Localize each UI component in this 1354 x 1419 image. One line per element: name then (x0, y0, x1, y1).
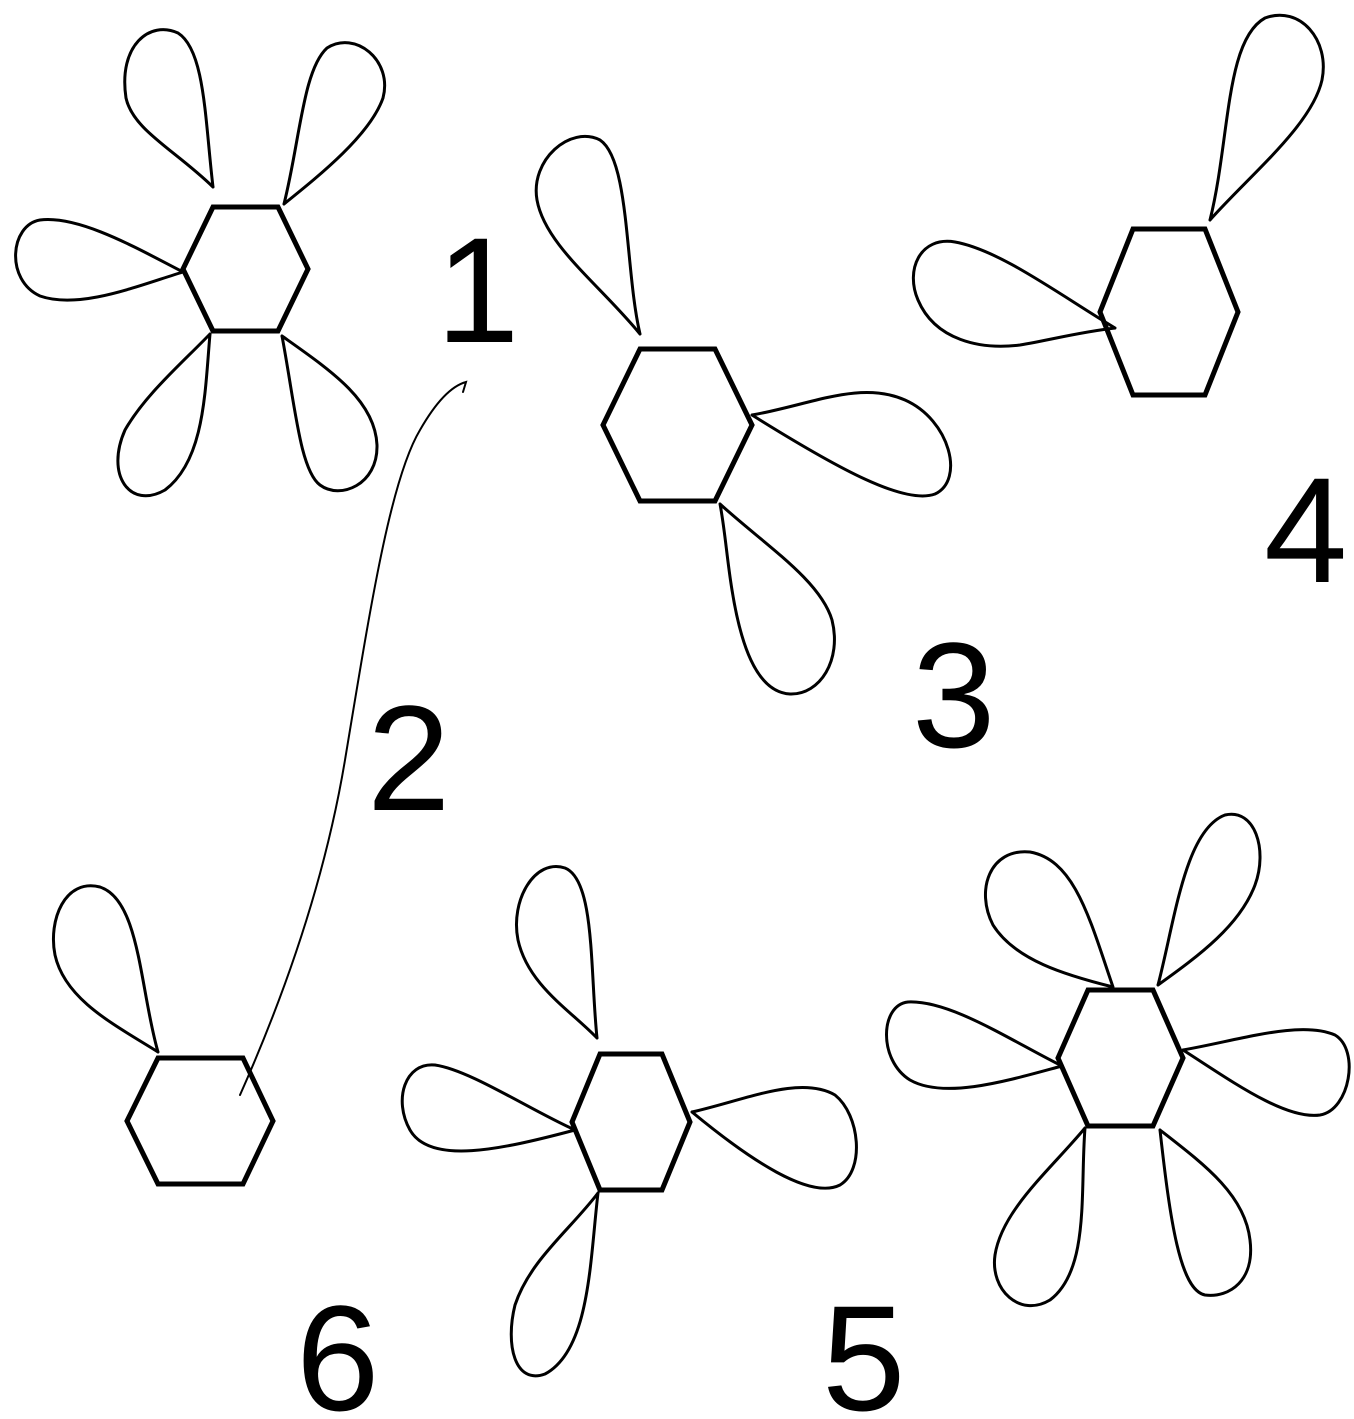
p-orbital-lobe (1156, 812, 1262, 987)
p-orbital-lobe (1208, 13, 1325, 222)
p-orbital-lobe (282, 41, 387, 206)
p-orbital-lobe (534, 134, 642, 336)
p-orbital-lobe (14, 218, 185, 302)
label-4: 4 (1264, 446, 1347, 614)
p-orbital-lobe (1158, 1128, 1253, 1297)
p-orbital-lobe (515, 865, 599, 1040)
molecule-two-lobes-top-right (911, 13, 1325, 398)
p-orbital-lobe (123, 28, 215, 189)
label-6: 6 (296, 1274, 379, 1419)
p-orbital-lobe (400, 1063, 577, 1153)
benzene-ring (180, 204, 311, 334)
p-orbital-lobe (911, 239, 1117, 348)
p-orbital-lobe (1181, 1028, 1351, 1117)
benzene-ring (600, 346, 755, 504)
benzene-ring (569, 1051, 693, 1193)
p-orbital-lobe (280, 334, 379, 493)
p-orbital-lobe (885, 1000, 1064, 1090)
benzene-ring (1097, 226, 1241, 398)
benzene-ring (124, 1055, 276, 1187)
benzene-ring (1055, 987, 1186, 1129)
p-orbital-lobe (718, 502, 836, 696)
molecule-six-lobes-bottom-right (885, 812, 1351, 1307)
label-2: 2 (367, 674, 450, 842)
p-orbital-lobe (116, 332, 212, 498)
molecule-six-lobes-top-left (14, 28, 387, 498)
molecule-four-lobes-bottom-center (400, 865, 858, 1378)
p-orbital-lobe (52, 884, 160, 1054)
p-orbital-lobe (984, 850, 1115, 989)
molecule-one-lobe-bottom-left (52, 884, 276, 1187)
label-5: 5 (822, 1274, 905, 1419)
label-1: 1 (436, 206, 519, 374)
molecule-three-lobes-center (534, 134, 952, 696)
label-3: 3 (912, 611, 995, 779)
p-orbital-lobe (690, 1086, 858, 1190)
p-orbital-lobe (509, 1191, 600, 1378)
connector-curve (239, 380, 468, 1096)
p-orbital-lobe (750, 391, 952, 498)
p-orbital-lobe (992, 1126, 1087, 1307)
